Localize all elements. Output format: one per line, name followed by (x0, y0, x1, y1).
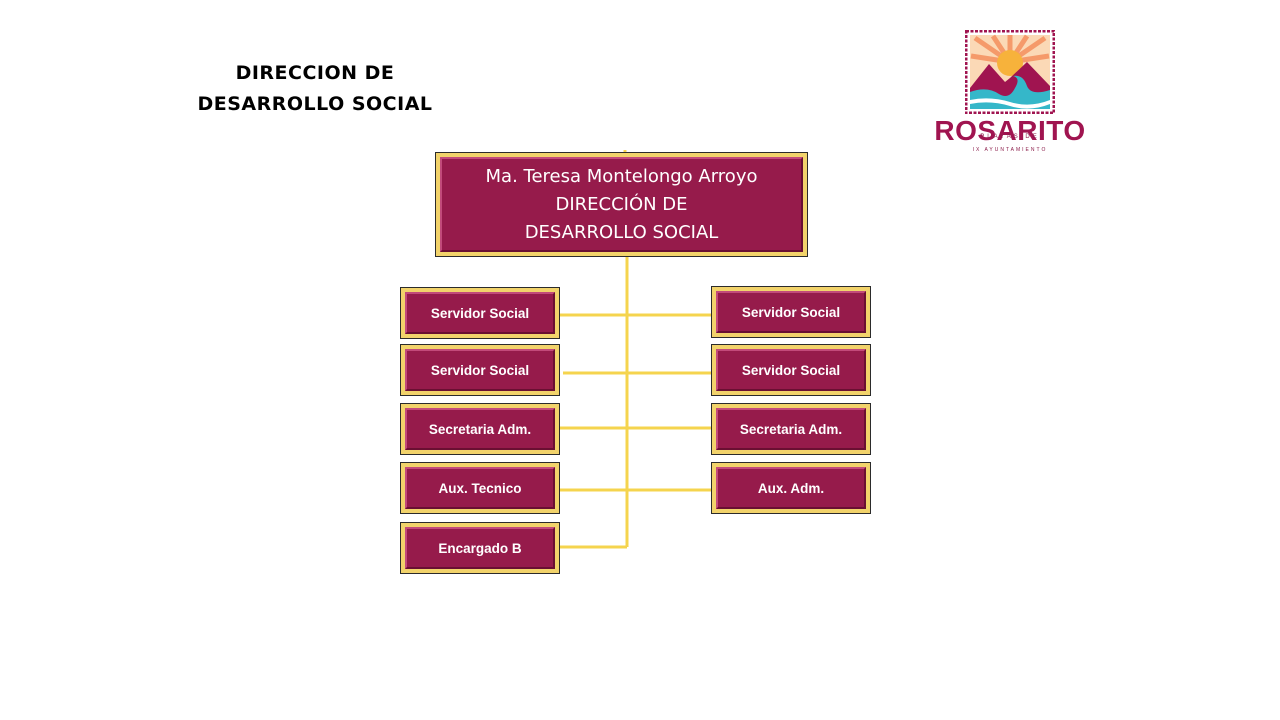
org-box-left-5: Encargado B (400, 522, 560, 574)
org-box-left-4: Aux. Tecnico (400, 462, 560, 514)
org-box-right-4: Aux. Adm. (711, 462, 871, 514)
page-title: DIRECCION DE DESARROLLO SOCIAL (170, 58, 460, 120)
org-box-label: Encargado B (405, 527, 555, 569)
director-name: Ma. Teresa Montelongo Arroyo (485, 165, 758, 187)
logo-bottom-text: IX AYUNTAMIENTO (972, 147, 1048, 153)
director-role-line-1: DIRECCIÓN DE (555, 193, 688, 215)
director-box: Ma. Teresa Montelongo Arroyo DIRECCIÓN D… (435, 152, 808, 257)
org-box-label: Aux. Adm. (716, 467, 866, 509)
org-box-label: Servidor Social (405, 349, 555, 391)
org-box-left-1: Servidor Social (400, 287, 560, 339)
org-box-right-1: Servidor Social (711, 286, 871, 338)
org-box-right-2: Servidor Social (711, 344, 871, 396)
org-box-right-3: Secretaria Adm. (711, 403, 871, 455)
org-box-label: Aux. Tecnico (405, 467, 555, 509)
org-box-label: Servidor Social (716, 291, 866, 333)
logo-main-text: ROSARITO (934, 115, 1086, 146)
org-box-label: Secretaria Adm. (405, 408, 555, 450)
logo-top-text: PLAYAS DE (980, 134, 1040, 140)
org-box-label: Servidor Social (716, 349, 866, 391)
org-box-left-2: Servidor Social (400, 344, 560, 396)
rosarito-emblem-icon (965, 30, 1055, 114)
org-box-label: Secretaria Adm. (716, 408, 866, 450)
org-box-left-3: Secretaria Adm. (400, 403, 560, 455)
org-box-label: Servidor Social (405, 292, 555, 334)
rosarito-logo: ROSARITO PLAYAS DE IX AYUNTAMIENTO (930, 26, 1090, 161)
page-title-line-2: DESARROLLO SOCIAL (197, 93, 433, 115)
director-role-line-2: DESARROLLO SOCIAL (524, 221, 719, 243)
page-title-line-1: DIRECCION DE (235, 62, 395, 84)
